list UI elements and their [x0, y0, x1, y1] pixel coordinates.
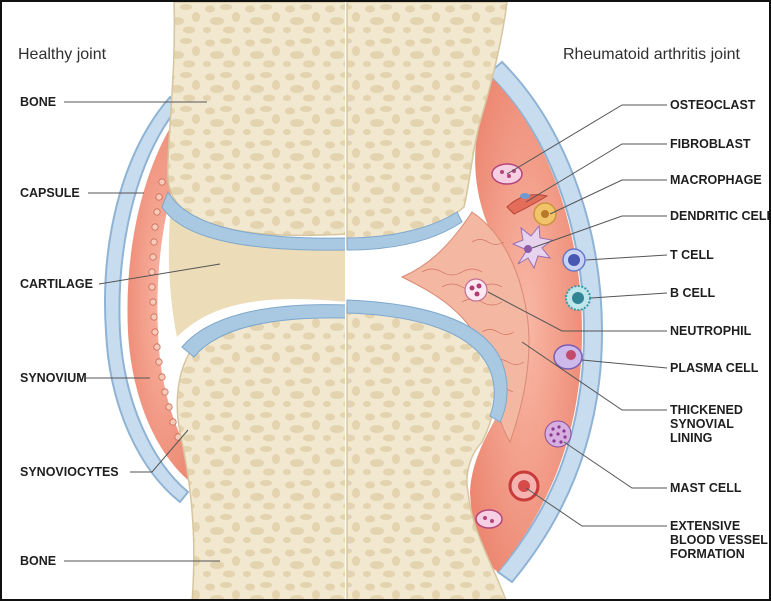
label-synovium: SYNOVIUM — [20, 371, 87, 385]
label-macrophage: MACROPHAGE — [670, 173, 762, 187]
label-osteoclast: OSTEOCLAST — [670, 98, 755, 112]
ra-joint-heading: Rheumatoid arthritis joint — [563, 46, 740, 64]
label-cartilage: CARTILAGE — [20, 277, 93, 291]
healthy-joint-heading: Healthy joint — [18, 46, 106, 64]
label-thickened-synovial-lining: THICKENED SYNOVIAL LINING — [670, 403, 743, 445]
label-b-cell: B CELL — [670, 286, 715, 300]
lower-bone-left — [177, 311, 347, 601]
t-cell — [563, 249, 585, 271]
label-neutrophil: NEUTROPHIL — [670, 324, 751, 338]
label-extensive-blood-vessel-formation: EXTENSIVE BLOOD VESSEL FORMATION — [670, 519, 768, 561]
blood-vessel — [510, 472, 538, 500]
ra-joint-illustration — [347, 2, 602, 601]
macrophage-cell — [534, 203, 556, 225]
label-mast-cell: MAST CELL — [670, 481, 742, 495]
label-dendritic-cell: DENDRITIC CELL — [670, 209, 771, 223]
label-bone-bottom: BONE — [20, 554, 56, 568]
osteoclast-cell-lower — [476, 510, 502, 528]
b-cell — [566, 286, 590, 310]
label-plasma-cell: PLASMA CELL — [670, 361, 758, 375]
neutrophil-cell — [465, 279, 487, 301]
label-capsule: CAPSULE — [20, 186, 80, 200]
plasma-cell — [554, 345, 582, 369]
label-bone-top: BONE — [20, 95, 56, 109]
label-t-cell: T CELL — [670, 248, 714, 262]
label-fibroblast: FIBROBLAST — [670, 137, 751, 151]
healthy-joint-illustration — [105, 2, 347, 601]
mast-cell — [545, 421, 571, 447]
label-synoviocytes: SYNOVIOCYTES — [20, 465, 119, 479]
upper-bone-left — [168, 2, 347, 235]
